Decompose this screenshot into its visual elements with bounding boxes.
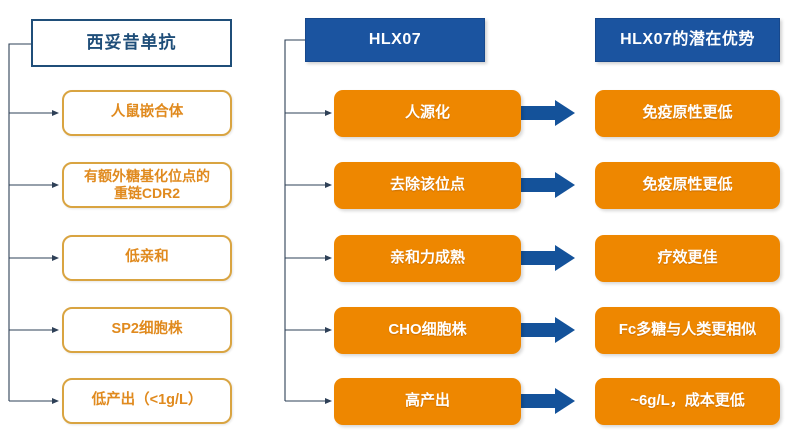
middle-item-1: 人源化	[334, 90, 521, 137]
left-item-4: SP2细胞株	[62, 307, 232, 353]
right-item-2: 免疫原性更低	[595, 162, 780, 209]
right-item-1: 免疫原性更低	[595, 90, 780, 137]
left-column-connectors	[8, 43, 62, 404]
block-arrow-row-5	[521, 388, 575, 414]
block-arrow-row-2	[521, 172, 575, 198]
left-item-3: 低亲和	[62, 235, 232, 281]
block-arrow-row-3	[521, 245, 575, 271]
middle-item-5: 高产出	[334, 378, 521, 425]
middle-item-3: 亲和力成熟	[334, 235, 521, 282]
right-item-4: Fc多糖与人类更相似	[595, 307, 780, 354]
block-arrow-row-4	[521, 317, 575, 343]
left-item-2: 有额外糖基化位点的 重链CDR2	[62, 162, 232, 208]
right-item-5: ~6g/L，成本更低	[595, 378, 780, 425]
left-item-5: 低产出（<1g/L）	[62, 378, 232, 424]
middle-column-header: HLX07	[305, 18, 485, 62]
middle-item-2: 去除该位点	[334, 162, 521, 209]
left-column-header: 西妥昔单抗	[31, 19, 232, 67]
left-item-1: 人鼠嵌合体	[62, 90, 232, 136]
right-column-header: HLX07的潜在优势	[595, 18, 780, 62]
block-arrow-row-1	[521, 100, 575, 126]
middle-column-connectors	[284, 39, 332, 404]
right-item-3: 疗效更佳	[595, 235, 780, 282]
middle-item-4: CHO细胞株	[334, 307, 521, 354]
